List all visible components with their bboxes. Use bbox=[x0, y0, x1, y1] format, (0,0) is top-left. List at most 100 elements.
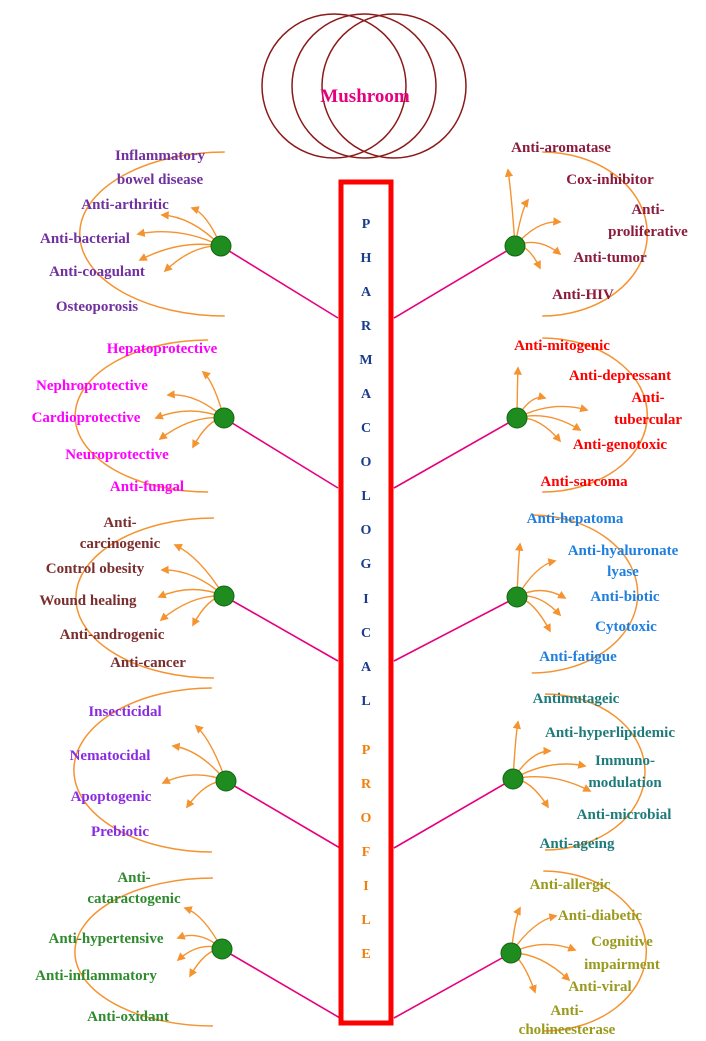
spine-letter: P bbox=[362, 743, 371, 758]
spine-letter: A bbox=[361, 285, 372, 300]
effect-label: Anti-arthritic bbox=[81, 197, 169, 213]
effect-label: tubercular bbox=[614, 412, 682, 428]
mushroom-circle-right bbox=[321, 13, 467, 159]
spine-letter: I bbox=[363, 879, 368, 894]
effect-label: Anti-aromatase bbox=[511, 140, 611, 156]
connector-lines bbox=[220, 245, 518, 1019]
effect-label: Anti-hyperlipidemic bbox=[545, 725, 675, 741]
effect-label: Anti-tumor bbox=[573, 250, 647, 266]
spine-letter: L bbox=[361, 694, 370, 709]
spine-letter: A bbox=[361, 660, 372, 675]
spine-letter: I bbox=[363, 592, 368, 607]
connector-line bbox=[393, 245, 516, 319]
effect-label: Nematocidal bbox=[70, 748, 151, 764]
effect-label: Cognitive bbox=[591, 934, 653, 950]
connector-line bbox=[220, 245, 339, 319]
effect-label: Osteoporosis bbox=[56, 299, 138, 315]
effect-label: Anti-ageing bbox=[540, 836, 616, 852]
spine-letter: P bbox=[362, 217, 371, 232]
bracket-arc bbox=[75, 517, 214, 679]
branch-left-7: InsecticidalNematocidalApoptogenicPrebio… bbox=[70, 687, 237, 853]
bracket-arc bbox=[73, 687, 212, 853]
bracket-arc bbox=[544, 693, 646, 851]
spine-letter: M bbox=[359, 353, 372, 368]
mushroom-title: Mushroom bbox=[320, 86, 410, 107]
branch-right-6: Anti-hepatomaAnti-hyaluronatelyaseAnti-b… bbox=[506, 511, 679, 674]
effect-label: Control obesity bbox=[46, 561, 145, 577]
branch-node bbox=[211, 938, 233, 960]
branch-node bbox=[502, 768, 524, 790]
spine-letter: L bbox=[361, 489, 370, 504]
branch-node bbox=[506, 407, 528, 429]
branch-node bbox=[213, 585, 235, 607]
effect-label: impairment bbox=[584, 957, 660, 973]
bracket-arc bbox=[543, 870, 648, 1032]
branch-node bbox=[215, 770, 237, 792]
effect-label: Inflammatory bbox=[115, 148, 205, 164]
branch-node bbox=[500, 942, 522, 964]
effect-label: modulation bbox=[588, 775, 662, 791]
effect-label: Wound healing bbox=[39, 593, 137, 609]
branch-node bbox=[213, 407, 235, 429]
effect-label: Anti-HIV bbox=[552, 287, 614, 303]
spine-letter: H bbox=[361, 251, 372, 266]
spine-letter: E bbox=[361, 947, 370, 962]
spine-letter: O bbox=[361, 523, 372, 538]
effect-label: Cox-inhibitor bbox=[566, 172, 654, 188]
spine-letter: R bbox=[361, 319, 372, 334]
effect-label: Anti-depressant bbox=[569, 368, 671, 384]
effect-label: Anti- bbox=[103, 515, 136, 531]
effect-label: Anti-hyaluronate bbox=[568, 543, 679, 559]
profile-bar bbox=[338, 179, 394, 1026]
effect-label: Anti-cancer bbox=[110, 655, 186, 671]
spine-letter: C bbox=[361, 421, 371, 436]
effect-label: Anti-genotoxic bbox=[573, 437, 667, 453]
bracket-arc bbox=[531, 514, 639, 674]
effect-label: Anti-viral bbox=[568, 979, 631, 995]
effect-label: carcinogenic bbox=[80, 536, 161, 552]
effect-label: Nephroprotective bbox=[36, 378, 148, 394]
spine-letter: G bbox=[361, 557, 372, 572]
effect-label: Cytotoxic bbox=[595, 619, 657, 635]
effect-label: Insecticidal bbox=[88, 704, 161, 720]
spine-letter: F bbox=[362, 845, 371, 860]
mushroom-header: Mushroom bbox=[261, 13, 467, 159]
effect-label: Anti- bbox=[631, 202, 664, 218]
bracket-arc bbox=[74, 877, 213, 1027]
effect-label: Anti-inflammatory bbox=[35, 968, 157, 984]
effect-label: Prebiotic bbox=[91, 824, 149, 840]
effect-label: Apoptogenic bbox=[71, 789, 152, 805]
effect-label: Anti- bbox=[117, 870, 150, 886]
effect-label: Anti-fatigue bbox=[539, 649, 617, 665]
effect-label: Anti-mitogenic bbox=[514, 338, 610, 354]
connector-line bbox=[393, 596, 518, 662]
effect-label: proliferative bbox=[608, 224, 688, 240]
branch-right-4: Anti-mitogenicAnti-depressantAnti-tuberc… bbox=[506, 337, 682, 493]
branch-arrow bbox=[512, 776, 592, 792]
spine-letter: L bbox=[361, 913, 370, 928]
effect-label: Anti-fungal bbox=[110, 479, 184, 495]
bracket-arc bbox=[542, 337, 648, 493]
connector-line bbox=[393, 417, 518, 489]
effect-label: Anti- bbox=[631, 390, 664, 406]
bracket-arc bbox=[79, 151, 225, 317]
spine-letter: O bbox=[361, 455, 372, 470]
effect-label: Anti-coagulant bbox=[49, 264, 145, 280]
connector-line bbox=[223, 595, 339, 662]
branch-left-3: HepatoprotectiveNephroprotectiveCardiopr… bbox=[32, 339, 235, 495]
effect-label: Anti- bbox=[550, 1003, 583, 1019]
effect-label: lyase bbox=[607, 564, 639, 580]
branch-right-10: Anti-allergicAnti-diabeticCognitiveimpai… bbox=[500, 870, 660, 1038]
branch-arrow bbox=[173, 544, 225, 597]
bracket-arc bbox=[74, 339, 209, 493]
spine-letter: A bbox=[361, 387, 372, 402]
effect-label: Anti-microbial bbox=[577, 807, 672, 823]
effect-label: Anti-diabetic bbox=[558, 908, 643, 924]
connector-line bbox=[225, 780, 341, 849]
branch-right-8: AntimutageicAnti-hyperlipidemicImmuno-mo… bbox=[502, 691, 675, 852]
effect-label: Anti-hypertensive bbox=[49, 931, 164, 947]
effect-label: Immuno- bbox=[595, 753, 655, 769]
